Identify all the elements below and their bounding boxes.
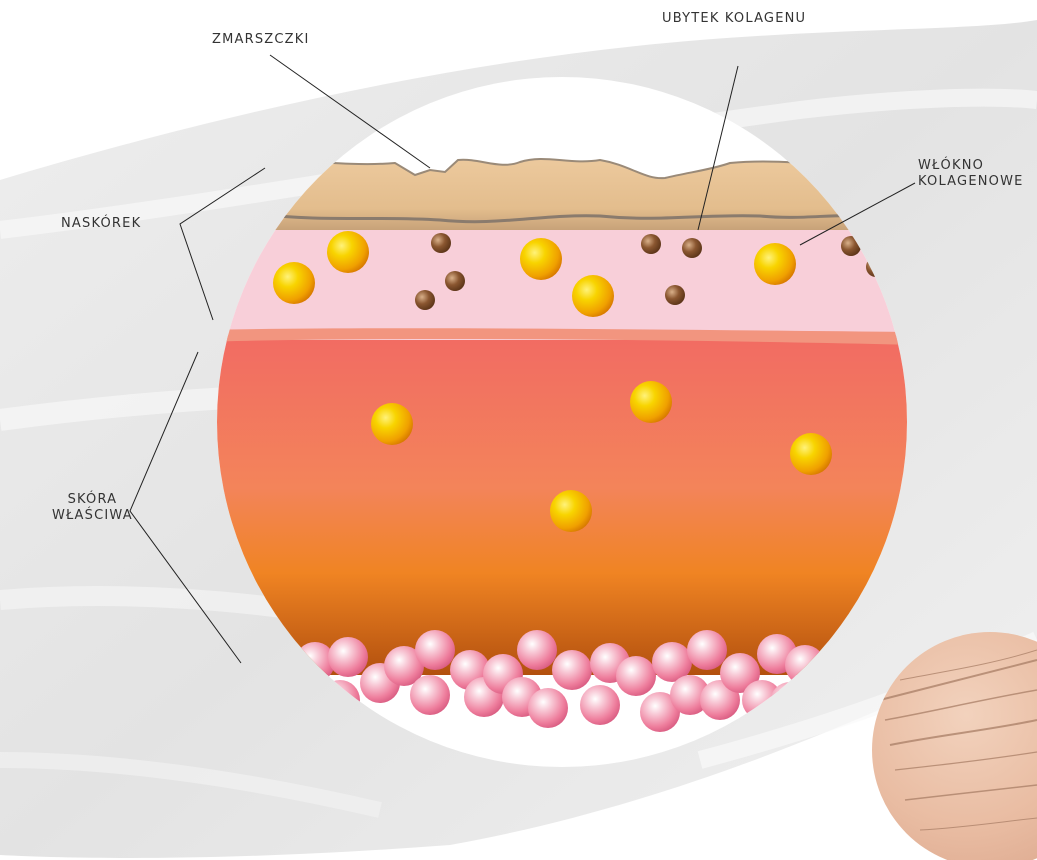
label-dermis: SKÓRA WŁAŚCIWA <box>52 492 133 524</box>
fiber-dot <box>641 234 661 254</box>
label-collagen-fiber-line2: KOLAGENOWE <box>918 174 1024 190</box>
fat-cell <box>687 630 727 670</box>
collagen-sphere <box>572 275 614 317</box>
fiber-dot <box>665 285 685 305</box>
label-collagen-loss: UBYTEK KOLAGENU <box>662 11 806 27</box>
fiber-dot <box>445 271 465 291</box>
fat-cell <box>616 656 656 696</box>
fat-cell <box>517 630 557 670</box>
collagen-sphere <box>273 262 315 304</box>
collagen-sphere <box>754 243 796 285</box>
label-epidermis-text: NASKÓREK <box>61 216 141 232</box>
fat-cell <box>580 685 620 725</box>
label-wrinkles-text: ZMARSZCZKI <box>212 32 310 48</box>
label-epidermis: NASKÓREK <box>61 216 141 232</box>
label-wrinkles: ZMARSZCZKI <box>212 32 310 48</box>
collagen-sphere <box>327 231 369 273</box>
label-collagen-fiber-line1: WŁÓKNO <box>918 158 1024 174</box>
label-dermis-line2: WŁAŚCIWA <box>52 508 133 524</box>
label-dermis-line1: SKÓRA <box>52 492 133 508</box>
fiber-dot <box>431 233 451 253</box>
collagen-sphere <box>630 381 672 423</box>
label-collagen-fiber: WŁÓKNO KOLAGENOWE <box>918 158 1024 190</box>
collagen-sphere <box>520 238 562 280</box>
label-collagen-loss-text: UBYTEK KOLAGENU <box>662 11 806 27</box>
fat-cell <box>415 630 455 670</box>
fat-cell <box>552 650 592 690</box>
fiber-dot <box>415 290 435 310</box>
fiber-dot <box>682 238 702 258</box>
fat-cell <box>528 688 568 728</box>
fat-cell <box>410 675 450 715</box>
collagen-sphere <box>790 433 832 475</box>
fat-cell <box>328 637 368 677</box>
collagen-sphere <box>550 490 592 532</box>
collagen-sphere <box>371 403 413 445</box>
